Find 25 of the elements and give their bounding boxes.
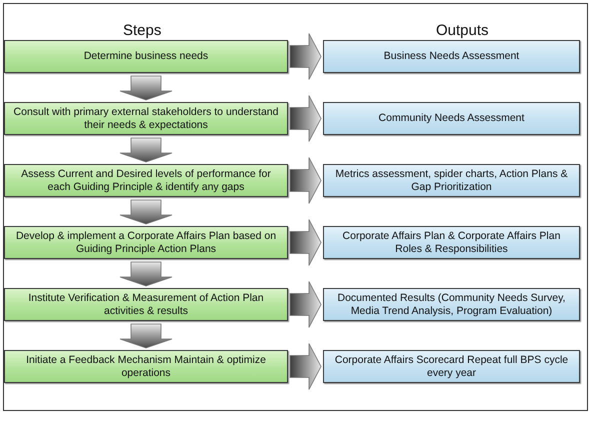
- block-arrow: [290, 343, 322, 390]
- block-arrow: [120, 324, 172, 348]
- step-box: Consult with primary external stakeholders to understand their needs & expectations: [4, 102, 288, 135]
- block-arrow: [120, 262, 172, 286]
- output-box: Corporate Affairs Scorecard Repeat full BPS cycle every year: [323, 350, 580, 383]
- column-heading: Outputs: [436, 22, 489, 39]
- output-box: Corporate Affairs Plan & Corporate Affairs Plan Roles & Responsibilities: [323, 226, 580, 259]
- block-arrow: [120, 138, 172, 162]
- output-box: Community Needs Assessment: [323, 102, 580, 135]
- output-box: Documented Results (Community Needs Survey, Media Trend Analysis, Program Evaluation): [323, 288, 580, 321]
- column-heading: Steps: [123, 22, 162, 39]
- block-arrow: [290, 219, 322, 266]
- output-box: Metrics assessment, spider charts, Action Plans & Gap Prioritization: [323, 164, 580, 197]
- step-box: Assess Current and Desired levels of performance for each Guiding Principle & identify any gaps: [4, 164, 288, 197]
- block-arrow: [120, 200, 172, 224]
- block-arrow: [290, 157, 322, 204]
- step-box: Determine business needs: [4, 40, 288, 73]
- step-box: Develop & implement a Corporate Affairs Plan based on Guiding Principle Action Plans: [4, 226, 288, 259]
- block-arrow: [120, 76, 172, 100]
- block-arrow: [290, 281, 322, 328]
- block-arrow: [290, 95, 322, 142]
- block-arrow: [290, 33, 322, 80]
- step-box: Initiate a Feedback Mechanism Maintain & optimize operations: [4, 350, 288, 383]
- output-box: Business Needs Assessment: [323, 40, 580, 73]
- step-box: Institute Verification & Measurement of Action Plan activities & results: [4, 288, 288, 321]
